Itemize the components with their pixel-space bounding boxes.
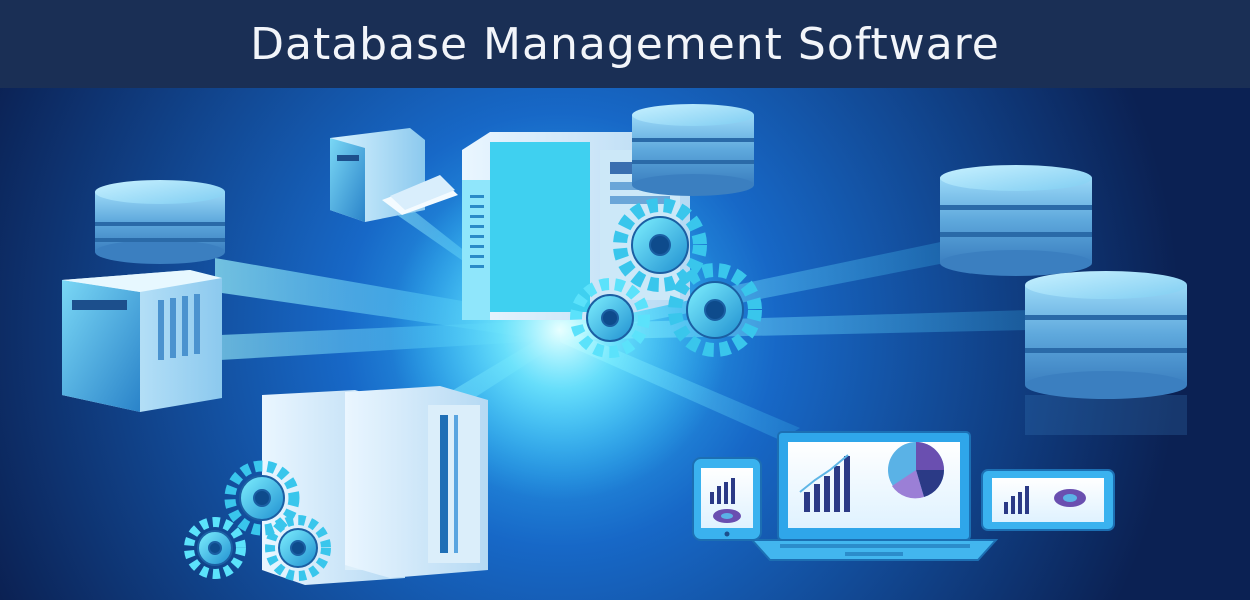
gear-icon: [570, 278, 650, 358]
server-icon: [62, 270, 222, 412]
phone-icon: [692, 457, 762, 541]
pie-chart-icon: [888, 442, 945, 499]
gear-icon: [668, 263, 762, 357]
printer-icon: [330, 128, 458, 222]
title-bar: Database Management Software: [0, 0, 1250, 88]
gear-icon: [184, 517, 246, 579]
server-icon: [345, 386, 488, 578]
database-icon: [95, 180, 225, 264]
gear-icon: [265, 515, 331, 581]
database-icon: [632, 104, 754, 196]
gear-icon: [613, 198, 707, 292]
bar-chart-icon: [804, 456, 850, 512]
laptop-icon: [749, 431, 999, 561]
database-icon: [940, 165, 1092, 276]
tablet-icon: [981, 469, 1115, 531]
gear-icon: [224, 460, 300, 536]
database-icon: [1025, 271, 1187, 435]
page-title: Database Management Software: [250, 18, 1000, 70]
